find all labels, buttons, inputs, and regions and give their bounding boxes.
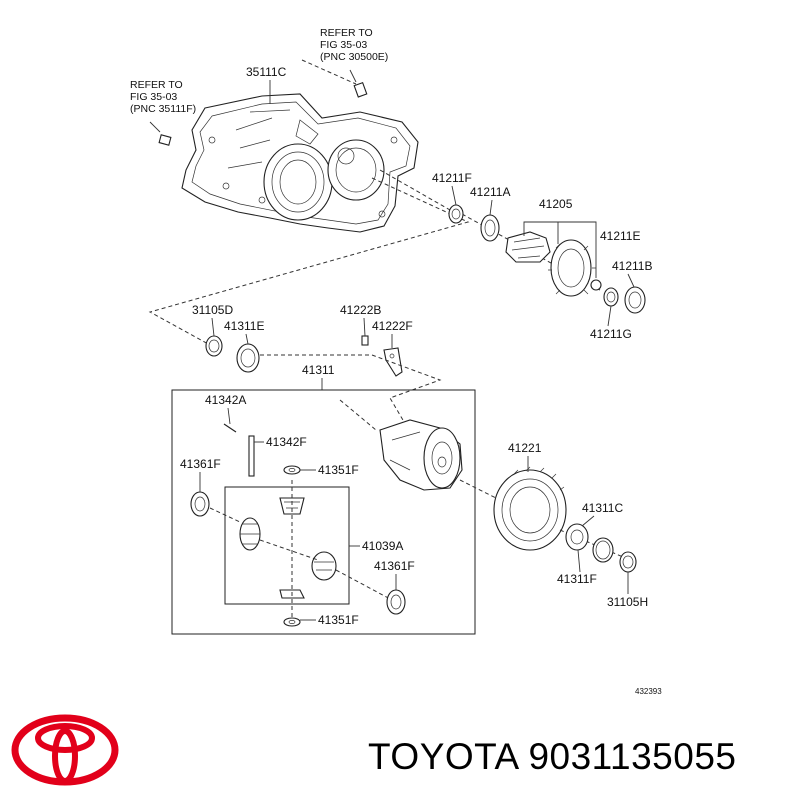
label-41222F: 41222F [372,319,413,333]
label-41351F-top: 41351F [318,463,359,477]
svg-text:REFER TO: REFER TO [320,27,373,39]
plate-41222F [383,347,403,377]
label-41211G: 41211G [590,327,632,341]
assembly-box-41311 [171,389,476,635]
label-35111C: 35111C [246,65,287,79]
pinion-shaft-41205 [505,231,596,297]
ref-note-left: REFER TO FIG 35-03 (PNC 35111F) [130,79,196,115]
differential-case [379,419,463,491]
bolt-top [349,69,368,98]
bearing-41211A [480,214,500,242]
label-41221: 41221 [508,441,542,455]
brand-part-number-title: TOYOTA 9031135055 [368,736,737,777]
thrust-washer-41361F-left [190,491,210,517]
washer-41351F-top [283,465,301,475]
washer-41211G [603,287,619,307]
label-31105D: 31105D [192,303,233,317]
label-41361F-left: 41361F [180,457,221,471]
ref-note-top: REFER TO FIG 35-03 (PNC 30500E) [320,27,388,63]
oil-seal-31105D [205,335,223,357]
label-41342F: 41342F [266,435,307,449]
subassembly-box-41039A [224,486,350,605]
ring-gear-41221 [493,466,567,551]
bolt-left [149,121,172,146]
svg-text:FIG 35-03: FIG 35-03 [130,91,177,103]
bolt-41222B [361,335,369,346]
shim-41311F [592,537,614,563]
label-41311F: 41311F [557,572,597,586]
label-41311: 41311 [302,363,335,377]
svg-text:REFER TO: REFER TO [130,79,183,91]
label-41211F: 41211F [432,171,472,185]
bearing-41211F [448,204,464,224]
side-gear-left [239,517,261,551]
transaxle-case [181,93,419,233]
svg-text:FIG 35-03: FIG 35-03 [320,39,367,51]
label-41211B: 41211B [612,259,652,273]
thrust-washer-41361F-right [386,589,406,615]
bearing-41311E [236,343,260,373]
label-41211E: 41211E [600,229,640,243]
toyota-logo-icon [11,714,119,786]
spacer-41211E [590,279,602,291]
washer-41351F-bottom [283,617,301,627]
side-gear-right [311,551,337,581]
label-41205: 41205 [539,197,573,211]
shaft-41342F [248,435,255,477]
label-41311C: 41311C [582,501,623,515]
label-41342A: 41342A [205,393,246,407]
label-41222B: 41222B [340,303,381,317]
pin-41342A [223,423,237,433]
label-41211A: 41211A [470,185,510,199]
bearing-41211B [624,286,646,314]
label-41039A: 41039A [362,539,403,553]
bearing-41311C [565,523,589,551]
label-41351F-bottom: 41351F [318,613,359,627]
oil-seal-31105H [619,551,637,573]
label-31105H: 31105H [607,595,648,609]
svg-text:(PNC 30500E): (PNC 30500E) [320,51,388,63]
figure-number: 432393 [635,687,662,696]
label-41361F-right: 41361F [374,559,415,573]
label-41311E: 41311E [224,319,264,333]
svg-text:(PNC 35111F): (PNC 35111F) [130,103,196,115]
